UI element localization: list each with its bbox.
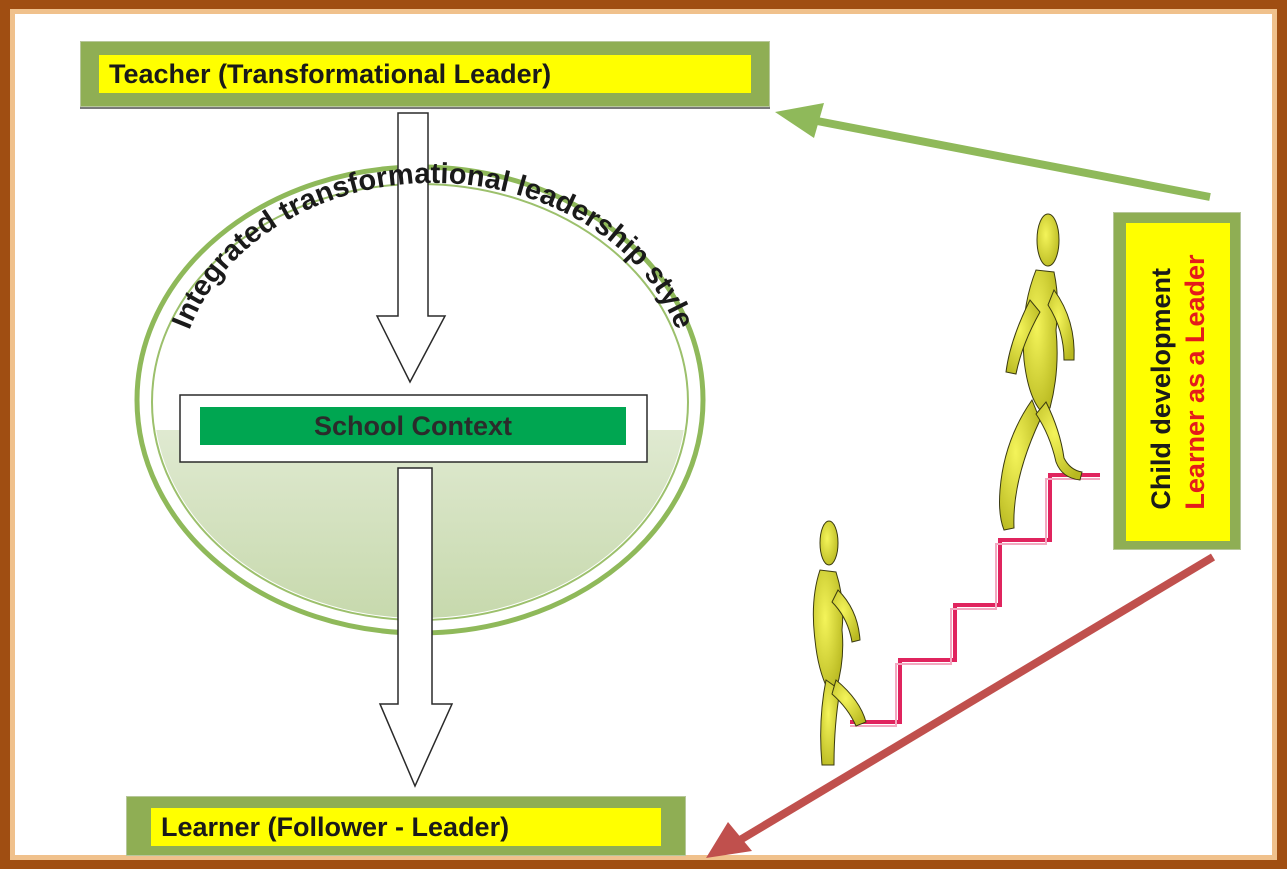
stairs-shadow — [850, 478, 1100, 727]
green-arrow-line — [811, 116, 1211, 201]
school-context-label: School Context — [200, 407, 626, 445]
red-arrow-line — [737, 553, 1216, 844]
learner-box: Learner (Follower - Leader) — [126, 796, 686, 856]
learner-label: Learner (Follower - Leader) — [151, 808, 661, 846]
green-arrowhead — [775, 103, 824, 138]
down-arrow-top — [375, 112, 447, 384]
child-development-label-bg: Child development Learner as a Leader — [1126, 223, 1230, 541]
child-development-text: Child development Learner as a Leader — [1144, 254, 1212, 509]
child-development-line2: Learner as a Leader — [1180, 254, 1210, 510]
walking-figure-lower — [812, 520, 867, 766]
child-development-box: Child development Learner as a Leader — [1113, 212, 1241, 550]
child-development-line1: Child development — [1146, 268, 1176, 510]
teacher-box: Teacher (Transformational Leader) — [80, 41, 770, 107]
walking-figure-upper — [999, 213, 1083, 531]
teacher-label: Teacher (Transformational Leader) — [99, 55, 751, 93]
stairs — [850, 473, 1100, 724]
red-arrowhead — [706, 822, 752, 858]
down-arrow-bottom — [378, 467, 454, 788]
